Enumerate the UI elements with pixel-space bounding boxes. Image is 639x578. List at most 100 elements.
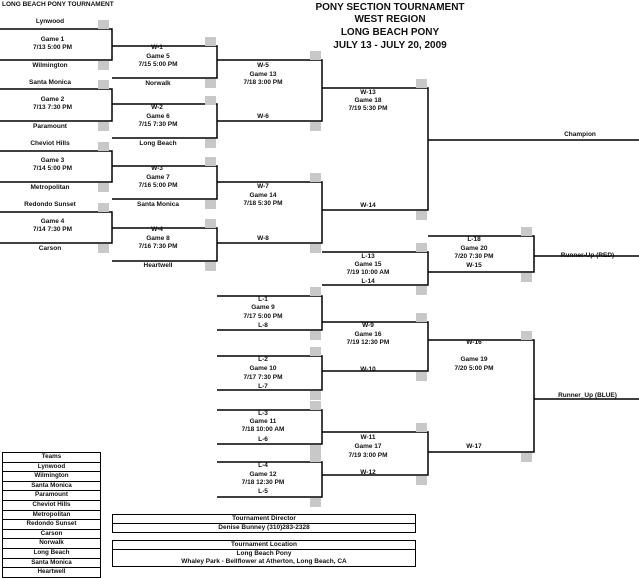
lr2-game17-top: W-11 (360, 434, 376, 441)
page-title-line-2: WEST REGION (354, 14, 426, 25)
r1-game4-bottom-team: Carson (38, 245, 62, 252)
runner-up-blue-label: Runner_Up (BLUE) (558, 392, 617, 399)
lr1-game10-bottom: L-7 (258, 383, 268, 390)
r1-game2-time: 7/13 7:30 PM (32, 104, 73, 111)
r4-game18-bottom: W-14 (360, 202, 376, 209)
r2-game7-bottom: Santa Monica (137, 201, 179, 208)
r2-game6-top: W-2 (151, 104, 163, 111)
game20-top: L-18 (467, 236, 481, 243)
r2-game5-label: Game 5 (146, 53, 170, 60)
lr2-game16-label: Game 16 (354, 331, 382, 338)
game20-bottom: W-15 (466, 262, 482, 269)
teams-table-row: Wilmington (3, 472, 100, 482)
lr1-game10-top: L-2 (258, 356, 268, 363)
r1-game1-time: 7/13 5:00 PM (32, 44, 73, 51)
r2-game5-time: 7/15 5:00 PM (138, 61, 178, 68)
lr1-game11-label: Game 11 (249, 418, 277, 425)
lr1-game10-time: 7/17 7:30 PM (243, 374, 283, 381)
r1-game3-time: 7/14 5:00 PM (32, 165, 73, 172)
lr1-game11-time: 7/18 10:00 AM (241, 426, 285, 433)
lr1-game12-top: L-4 (258, 462, 268, 469)
lr1-game9-bottom: L-8 (258, 322, 268, 329)
r1-game3-bottom-team: Metropolitan (30, 184, 70, 191)
r1-game2-top-team: Santa Monica (29, 79, 71, 86)
page-title-line-3: LONG BEACH PONY (340, 27, 440, 38)
tournament-location-address: Whaley Park - Bellflower at Atherton, Lo… (181, 558, 347, 565)
corner-label: LONG BEACH PONY TOURNAMENT (2, 1, 114, 8)
lr1-game9-top: L-1 (258, 296, 268, 303)
r1-game4-top-team: Redondo Sunset (24, 201, 76, 208)
lr2-game16-top: W-9 (362, 322, 374, 329)
r3-game14-bottom: W-8 (257, 235, 269, 242)
tournament-director-box: Tournament Director Denise Bunney (310)2… (112, 514, 416, 533)
r2-game5-bottom: Norwalk (145, 80, 171, 87)
r3-game14-label: Game 14 (249, 192, 277, 199)
page-title-line-4: JULY 13 - JULY 20, 2009 (333, 40, 447, 51)
r4-game18-label: Game 18 (354, 97, 382, 104)
r1-game4-label: Game 4 (40, 218, 65, 225)
r2-game8-label: Game 8 (146, 235, 170, 242)
r1-game1-top-team: Lynwood (35, 18, 65, 25)
r1-game1-label: Game 1 (40, 36, 65, 43)
r1-game3-label: Game 3 (40, 157, 65, 164)
r2-game6-bottom: Long Beach (139, 140, 177, 147)
r3-game13-time: 7/18 3:00 PM (243, 79, 283, 86)
teams-table-row: Long Beach (3, 549, 100, 559)
game19-time: 7/20 5:00 PM (454, 365, 494, 372)
lr1-game11-bottom: L-6 (258, 436, 268, 443)
r3-game13-label: Game 13 (249, 71, 277, 78)
game19-bottom: W-17 (466, 443, 482, 450)
game20-label: Game 20 (460, 245, 488, 252)
game15-top: L-13 (361, 253, 375, 260)
lr2-game16-bottom: W-10 (360, 366, 376, 373)
lr2-game16-time: 7/19 12:30 PM (346, 339, 390, 346)
tournament-director-contact: Denise Bunney (310)283-2328 (113, 523, 415, 532)
r2-game5-top: W-1 (151, 44, 163, 51)
r4-game18-top: W-13 (360, 89, 376, 96)
lr1-game10-label: Game 10 (249, 365, 277, 372)
r3-game14-top: W-7 (257, 183, 269, 190)
teams-table-header: Teams (3, 453, 100, 463)
game15-label: Game 15 (354, 261, 382, 268)
teams-table-row: Santa Monica (3, 559, 100, 569)
teams-table-row: Norwalk (3, 539, 100, 549)
r1-game4-time: 7/14 7:30 PM (32, 226, 73, 233)
r3-game13-bottom: W-6 (257, 113, 269, 120)
tournament-location-label: Tournament Location (231, 541, 297, 548)
lr1-game9-time: 7/17 5:00 PM (243, 313, 283, 320)
runner-up-red-label: Runner-Up (RED) (560, 252, 615, 259)
r3-game14-time: 7/18 5:30 PM (243, 200, 283, 207)
r2-game7-top: W-3 (151, 165, 163, 172)
tournament-location-name: Long Beach Pony (113, 549, 415, 558)
tournament-location-box: Tournament Location Long Beach Pony Whal… (112, 540, 416, 567)
r2-game8-bottom: Heartwell (143, 262, 173, 269)
game15-bottom: L-14 (361, 278, 375, 285)
lr1-game9-label: Game 9 (251, 304, 275, 311)
r4-game18-time: 7/19 5:30 PM (348, 105, 388, 112)
teams-table-row: Paramount (3, 491, 100, 501)
r2-game8-time: 7/16 7:30 PM (138, 243, 178, 250)
page-title-line-1: PONY SECTION TOURNAMENT (315, 2, 465, 13)
r2-game7-label: Game 7 (146, 174, 170, 181)
lr2-game17-bottom: W-12 (360, 469, 376, 476)
teams-table-row: Lynwood (3, 463, 100, 473)
teams-table-row: Heartwell (37, 568, 66, 576)
r2-game6-label: Game 6 (146, 113, 170, 120)
lr1-game12-time: 7/18 12:30 PM (241, 479, 285, 486)
lr2-game17-label: Game 17 (354, 443, 382, 450)
r3-game13-top: W-5 (257, 62, 269, 69)
teams-table-row: Cheviot Hills (3, 501, 100, 511)
game20-time: 7/20 7:30 PM (454, 253, 494, 260)
teams-table-row: Carson (3, 530, 100, 540)
lr1-game12-bottom: L-5 (258, 488, 268, 495)
teams-table-row: Metropolitan (3, 511, 100, 521)
r1-game2-label: Game 2 (40, 96, 65, 103)
r2-game6-time: 7/15 7:30 PM (138, 121, 178, 128)
game19-top: W-16 (466, 339, 482, 346)
game19-label: Game 19 (460, 356, 488, 363)
lr2-game17-time: 7/19 3:00 PM (348, 452, 388, 459)
teams-table-row: Santa Monica (3, 482, 100, 492)
r2-game8-top: W-4 (151, 226, 163, 233)
teams-table-row: Redondo Sunset (3, 520, 100, 530)
